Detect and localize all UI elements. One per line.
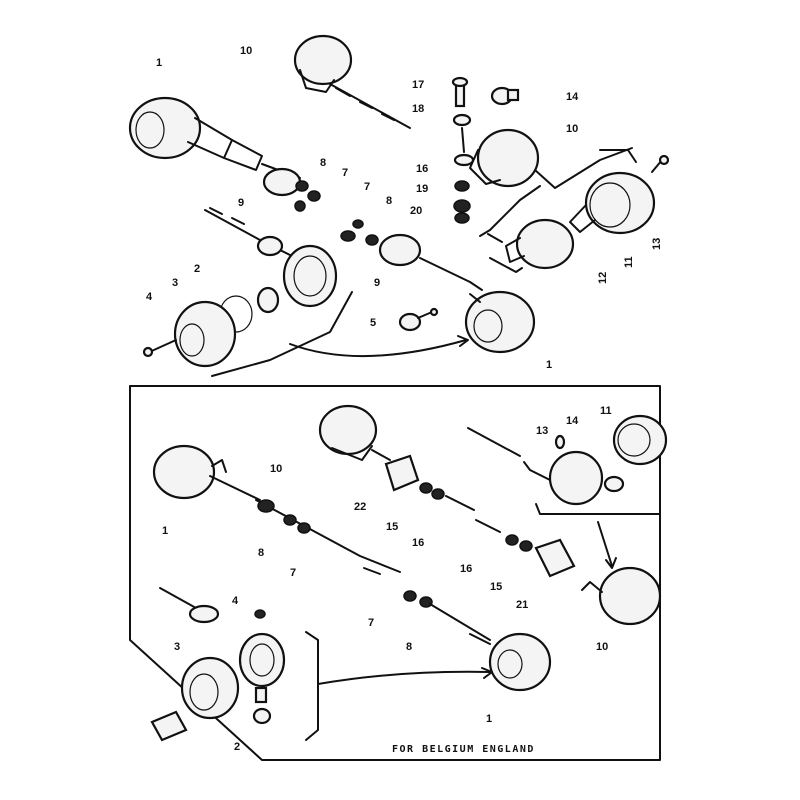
label-part-4b: 4 <box>232 595 239 607</box>
label-part-7b: 7 <box>364 181 370 193</box>
label-part-9b: 9 <box>374 277 380 289</box>
label-part-15b: 15 <box>490 581 502 593</box>
lower-rod-main <box>255 499 401 573</box>
flasher-lens-right <box>569 154 670 235</box>
label-part-15: 15 <box>386 521 398 533</box>
label-part-9: 9 <box>238 197 244 209</box>
lower-flasher-housing-bottom-left <box>159 587 286 725</box>
lower-bracket <box>305 631 319 741</box>
label-part-3b: 3 <box>174 641 180 653</box>
upper-arrow-curve <box>289 339 467 357</box>
lower-frame <box>129 385 661 761</box>
bulb-5 <box>398 307 439 332</box>
label-part-5: 5 <box>370 317 376 329</box>
region-caption: FOR BELGIUM ENGLAND <box>392 744 535 755</box>
flasher-housing-top-left <box>128 96 263 171</box>
label-part-18: 18 <box>412 103 424 115</box>
stem-left-upper <box>261 163 321 212</box>
lower-flasher-housing-top-left <box>152 444 261 501</box>
label-part-11b: 11 <box>600 405 612 417</box>
flasher-housing-right-lower <box>464 290 536 354</box>
flasher-housing-left-lower <box>142 244 338 368</box>
lower-flasher-housing-right <box>475 519 662 626</box>
label-part-1c: 1 <box>162 525 168 537</box>
label-part-10c: 10 <box>270 463 282 475</box>
label-part-13: 13 <box>651 238 663 250</box>
label-part-11: 11 <box>623 256 635 268</box>
label-part-8b: 8 <box>386 195 392 207</box>
upper-bracket-left <box>211 291 353 377</box>
label-part-7: 7 <box>342 167 348 179</box>
flasher-housing-top-center <box>293 34 411 129</box>
label-part-10: 10 <box>240 45 252 57</box>
label-part-10b: 10 <box>566 123 578 135</box>
screw-stack-center <box>451 76 475 224</box>
lower-lens-right <box>467 414 668 515</box>
lower-flasher-housing-bottom-right <box>469 632 552 692</box>
label-part-16c: 16 <box>460 563 472 575</box>
upper-bracket-right <box>479 185 541 237</box>
label-part-19: 19 <box>416 183 428 195</box>
socket-housing-right <box>487 218 575 273</box>
part-labels: 1 10 17 18 14 10 8 7 16 19 20 9 7 8 13 1… <box>146 45 663 755</box>
bulb-top-right <box>490 86 520 106</box>
label-part-10d: 10 <box>596 641 608 653</box>
label-part-14b: 14 <box>566 415 579 427</box>
label-part-4: 4 <box>146 291 153 303</box>
label-part-16: 16 <box>416 163 428 175</box>
stem-center-upper <box>204 207 483 291</box>
label-part-22: 22 <box>354 501 366 513</box>
label-part-8: 8 <box>320 157 326 169</box>
lower-arrow-curve <box>317 670 491 685</box>
label-part-3: 3 <box>172 277 178 289</box>
label-part-20: 20 <box>410 205 422 217</box>
label-part-12: 12 <box>597 272 609 284</box>
label-part-8c: 8 <box>258 547 264 559</box>
lower-flasher-housing-top-center <box>318 404 475 511</box>
label-part-7d: 7 <box>368 617 374 629</box>
label-part-13b: 13 <box>536 425 548 437</box>
label-part-2b: 2 <box>234 741 240 753</box>
flasher-housing-right-middle <box>469 128 633 189</box>
label-part-1: 1 <box>156 57 162 69</box>
label-part-7c: 7 <box>290 567 296 579</box>
upper-assembly <box>128 34 670 377</box>
label-part-2: 2 <box>194 263 200 275</box>
lower-assembly <box>129 385 668 761</box>
label-part-21: 21 <box>516 599 528 611</box>
label-part-8d: 8 <box>406 641 412 653</box>
label-part-14: 14 <box>566 91 579 103</box>
label-part-16b: 16 <box>412 537 424 549</box>
label-part-17: 17 <box>412 79 424 91</box>
label-part-1d: 1 <box>486 713 492 725</box>
front-direction-arrow <box>150 710 188 742</box>
label-part-1b: 1 <box>546 359 552 371</box>
